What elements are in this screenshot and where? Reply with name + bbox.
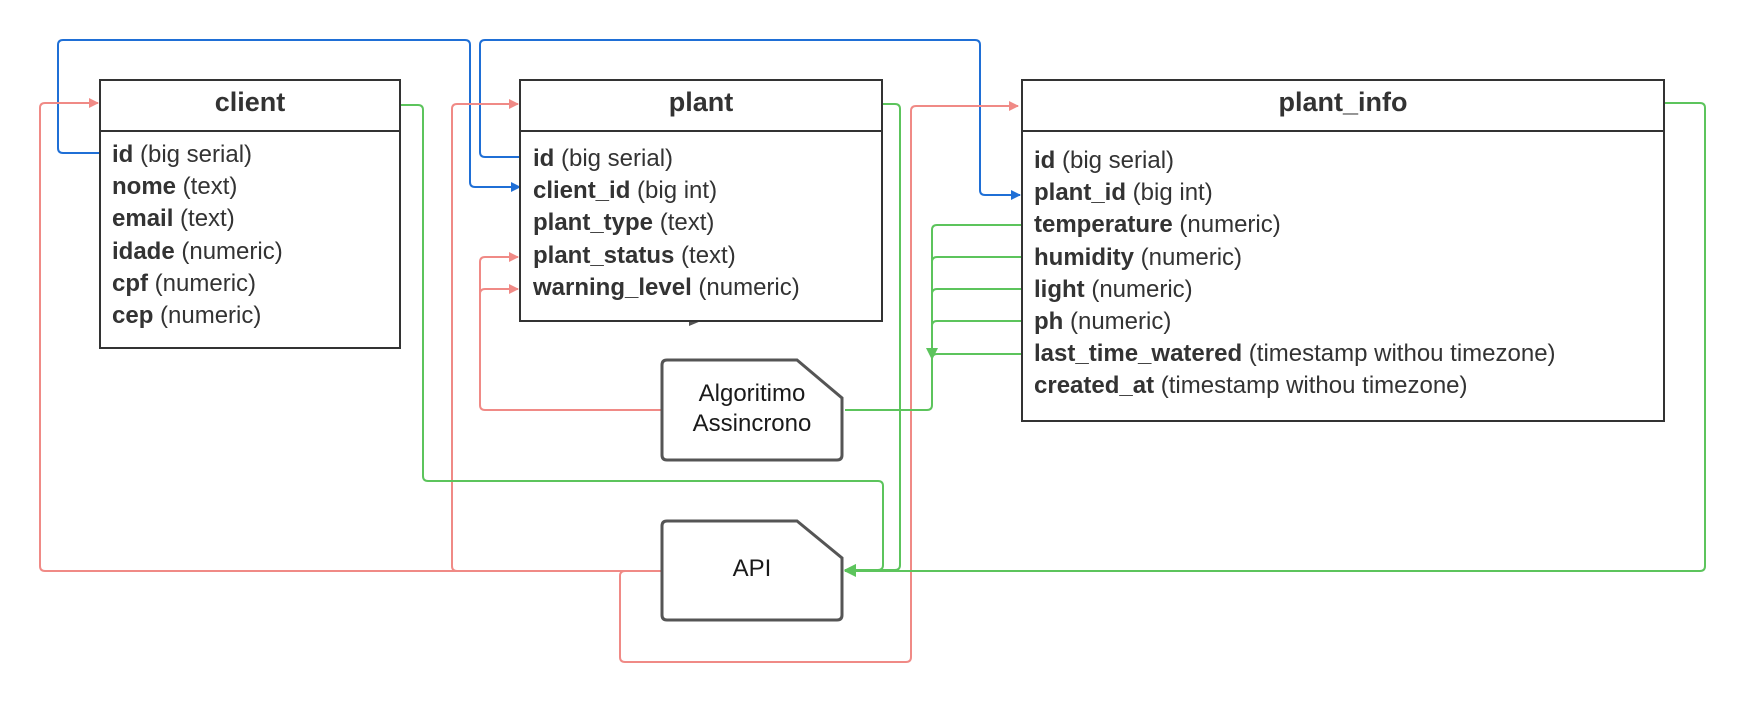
client-field-nome: nome (text) [112,173,237,200]
algoritmo-label-line1: Algoritimo [699,380,806,407]
plant-info-field-ph: ph (numeric) [1034,308,1171,335]
api-node: API [660,519,844,622]
plant-info-table-title: plant_info [1279,87,1408,117]
client-table-title: client [215,87,286,117]
plant-field-plant-status: plant_status (text) [533,242,736,269]
plant-info-field-plant-id: plant_id (big int) [1034,179,1213,206]
plant-info-field-created-at: created_at (timestamp withou timezone) [1034,372,1468,399]
api-write-client-connector [39,98,662,572]
algo-read-sensors-connector [845,224,1022,411]
plant-field-warning-level: warning_level (numeric) [532,274,800,301]
plant-info-field-light: light (numeric) [1034,276,1193,303]
plant-info-field-id: id (big serial) [1034,147,1174,174]
plant-info-field-last-time-watered: last_time_watered (timestamp withou time… [1034,340,1556,367]
api-write-plant-connector [451,99,662,572]
algoritmo-document-shape [660,358,844,462]
client-field-cep: cep (numeric) [112,302,261,329]
client-field-email: email (text) [112,205,235,232]
client-table: client id (big serial) nome (text) email… [99,79,401,349]
plant-field-plant-type: plant_type (text) [533,209,714,236]
api-document-shape [660,519,844,622]
fk-connector-plant-id [479,39,1021,200]
plant-table: plant id (big serial) client_id (big int… [519,79,883,322]
client-table-box [99,79,401,349]
plant-info-table: plant_info id (big serial) plant_id (big… [1021,79,1665,422]
plant-table-box [519,79,883,322]
client-field-idade: idade (numeric) [112,238,283,265]
algoritmo-node: Algoritimo Assincrono [660,358,844,462]
client-field-cpf: cpf (numeric) [112,270,256,297]
api-write-plant-info-connector [619,101,1019,663]
algoritmo-label-line2: Assincrono [693,410,812,437]
algo-write-warning-level-connector [479,284,519,295]
api-read-client-connector [400,104,884,576]
plant-info-table-box [1021,79,1665,422]
plant-info-field-temperature: temperature (numeric) [1034,211,1281,238]
plant-info-field-humidity: humidity (numeric) [1034,244,1242,271]
algo-write-plant-status-connector [479,252,662,411]
api-read-plant-connector [844,103,901,576]
plant-field-id: id (big serial) [533,145,673,172]
plant-table-title: plant [669,87,734,117]
client-field-id: id (big serial) [112,141,252,168]
fk-connector-client-id [57,39,521,192]
plant-field-client-id: client_id (big int) [533,177,717,204]
api-label: API [733,555,772,582]
api-read-plant-info-connector [844,102,1706,577]
